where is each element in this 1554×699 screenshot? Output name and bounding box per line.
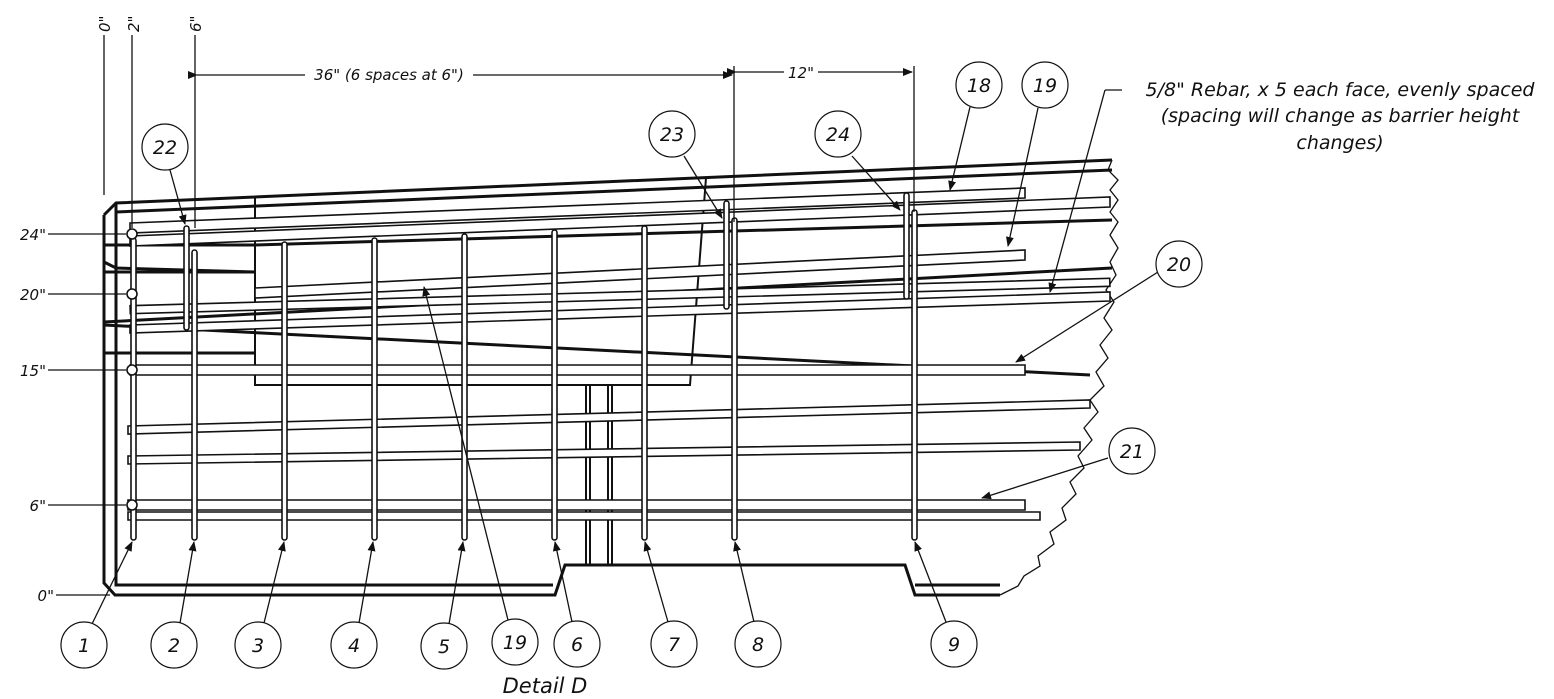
callout-3: 3: [234, 621, 282, 669]
callout-18: 18: [955, 61, 1003, 109]
height-label-24: 24": [20, 226, 46, 244]
vbar-5: [461, 233, 468, 541]
svg-text:3: 3: [252, 635, 264, 657]
svg-text:24: 24: [826, 124, 850, 146]
height-label-20: 20": [20, 286, 46, 304]
dimension-12in: 12": [788, 64, 814, 82]
callout-9: 9: [930, 620, 978, 668]
svg-text:23: 23: [660, 124, 684, 146]
bar-20: [129, 364, 1026, 376]
height-label-0: 0": [38, 587, 54, 605]
callout-23: 23: [648, 110, 696, 158]
bar-lower-1: [127, 399, 1091, 435]
vbar-7: [641, 225, 648, 541]
callout-7: 7: [650, 620, 698, 668]
bar-21: [127, 499, 1026, 511]
svg-text:7: 7: [668, 634, 680, 656]
dim-label-2in: 2": [125, 16, 143, 32]
callout-6: 6: [553, 620, 601, 668]
svg-text:21: 21: [1120, 441, 1144, 463]
height-label-15: 15": [20, 362, 46, 380]
note-line-3: changes): [1296, 132, 1383, 154]
callout-19-lower: 19: [491, 618, 539, 666]
bar-bottom: [127, 511, 1041, 521]
callout-22: 22: [141, 123, 189, 171]
callout-1: 1: [60, 621, 108, 669]
height-leaders: [48, 233, 126, 596]
vbar-1: [130, 237, 137, 541]
callout-8: 8: [734, 620, 782, 668]
callout-19-upper: 19: [1021, 61, 1069, 109]
svg-text:9: 9: [948, 634, 960, 656]
dim-label-6in: 6": [187, 16, 205, 32]
bar-top: [129, 196, 1111, 247]
dimension-36in: 36" (6 spaces at 6"): [314, 66, 464, 84]
svg-text:18: 18: [967, 75, 991, 97]
detail-caption: Detail D: [503, 674, 588, 698]
vbar-8: [731, 217, 738, 541]
bar-sections: [126, 228, 138, 511]
bar-19: [254, 249, 1026, 299]
svg-text:19: 19: [1033, 75, 1057, 97]
callout-5: 5: [420, 622, 468, 670]
svg-text:8: 8: [752, 634, 764, 656]
vbar-22: [183, 225, 190, 331]
svg-text:19: 19: [503, 632, 527, 654]
callout-2: 2: [150, 621, 198, 669]
callout-21: 21: [1108, 427, 1156, 475]
callout-20: 20: [1155, 240, 1203, 288]
vbar-6: [551, 229, 558, 541]
callout-leaders: [91, 106, 1159, 625]
svg-text:1: 1: [78, 635, 90, 657]
callout-4: 4: [330, 621, 378, 669]
vbar-4: [371, 237, 378, 541]
svg-text:5: 5: [438, 636, 450, 658]
svg-text:2: 2: [168, 635, 180, 657]
vbar-23: [723, 200, 730, 310]
note-line-2: (spacing will change as barrier height: [1161, 105, 1521, 127]
vbar-9: [911, 209, 918, 541]
vbar-2: [191, 249, 198, 541]
vbar-24: [903, 192, 910, 300]
dim-label-0in: 0": [96, 16, 114, 32]
bar-lower-2: [127, 441, 1081, 465]
longitudinal-bars: [127, 187, 1111, 521]
svg-text:20: 20: [1167, 254, 1191, 276]
vbar-3: [281, 241, 288, 541]
reference-lines: [103, 35, 915, 228]
callout-24: 24: [814, 110, 862, 158]
note-line-1: 5/8" Rebar, x 5 each face, evenly spaced: [1146, 79, 1536, 101]
svg-text:4: 4: [348, 635, 360, 657]
height-label-6: 6": [30, 497, 46, 515]
svg-text:22: 22: [153, 137, 177, 159]
svg-text:6: 6: [571, 634, 583, 656]
